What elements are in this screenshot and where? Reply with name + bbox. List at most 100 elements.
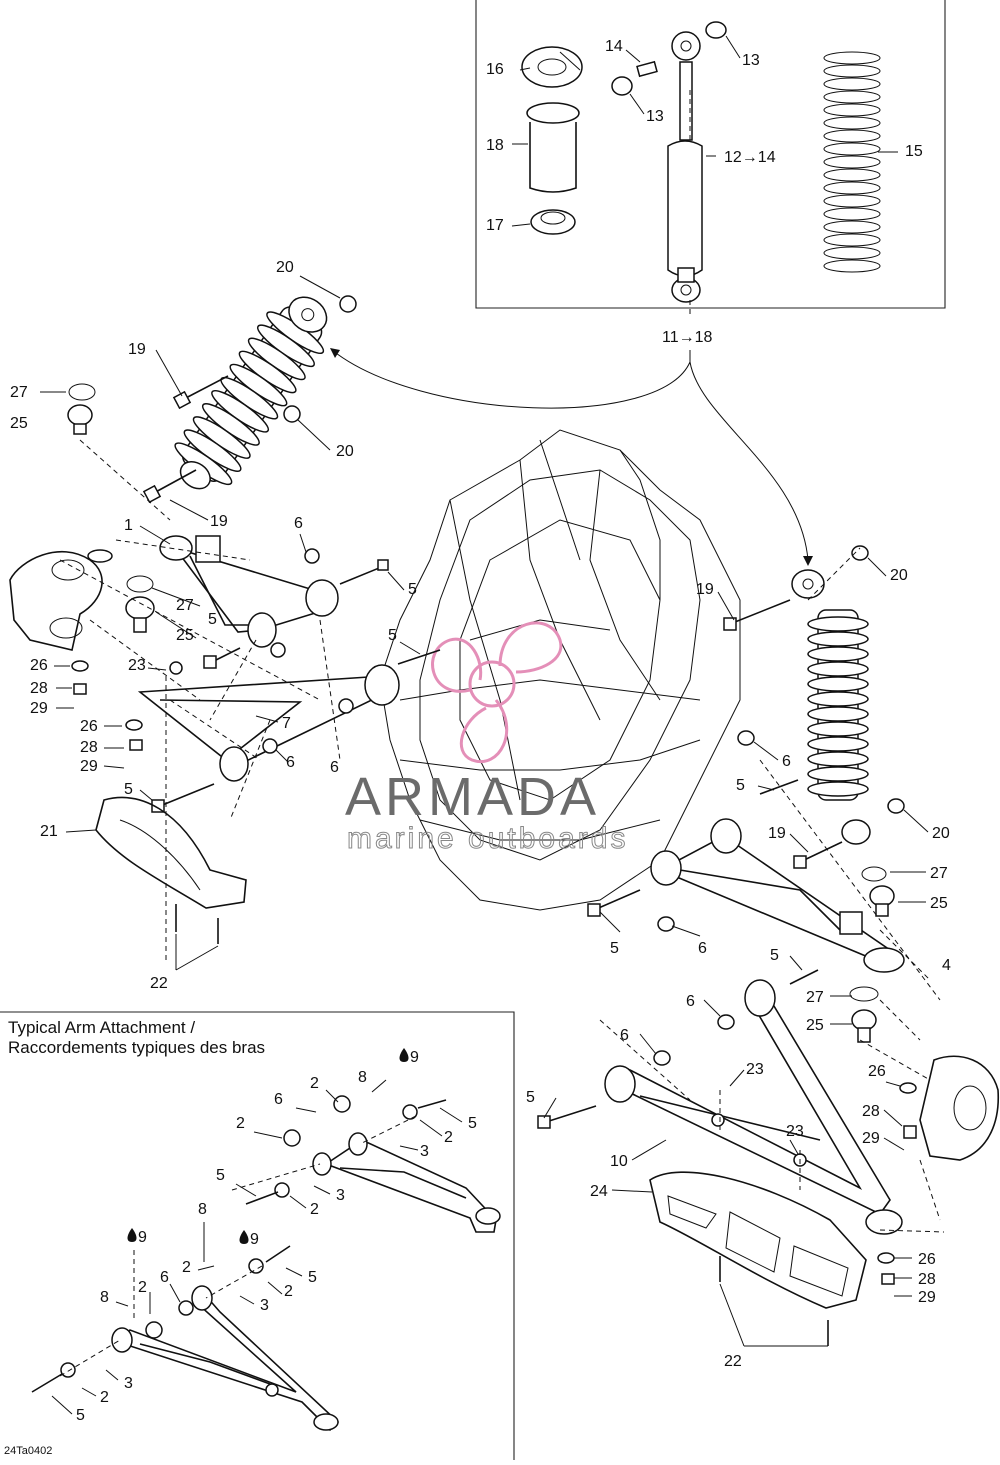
leader-line — [299, 533, 307, 553]
inset-frame — [0, 1011, 515, 1460]
leader-line — [599, 911, 621, 933]
shock-assembly-right — [723, 545, 905, 869]
inset-callout-6-b: 6 — [160, 1269, 169, 1286]
dashed-alignment-lines — [59, 90, 945, 1377]
callout-18: 18 — [486, 137, 504, 154]
shock-coil — [807, 766, 869, 782]
spring-coil — [823, 51, 881, 65]
callout-6-g: 6 — [620, 1027, 629, 1044]
callout-28-b: 28 — [80, 739, 98, 756]
shock-assembly-left — [142, 295, 357, 504]
callout-20-top: 20 — [276, 259, 294, 276]
leader-line — [105, 1369, 119, 1381]
callout-29-b: 29 — [80, 758, 98, 775]
inset-callout-5-b: 5 — [216, 1167, 225, 1184]
leader-line — [625, 49, 641, 63]
shock-coil — [807, 751, 869, 767]
diagram-code: 24Ta0402 — [4, 1445, 52, 1457]
leader-line — [725, 35, 741, 59]
alignment-line — [359, 1115, 417, 1145]
shock-coil — [807, 706, 869, 722]
callout-10: 10 — [610, 1153, 628, 1170]
leader-line — [789, 1139, 799, 1155]
leader-line — [299, 275, 341, 299]
leader-line — [439, 1107, 463, 1123]
callout-20-right-top: 20 — [890, 567, 908, 584]
alignment-line — [919, 1159, 941, 1221]
oil-drop-icon — [127, 1228, 137, 1242]
alignment-line — [169, 699, 261, 761]
inset-callout-9-a: 9 — [410, 1049, 419, 1066]
inset-callout-2-a: 2 — [310, 1075, 319, 1092]
leader-line — [543, 1097, 557, 1119]
inset-callout-2-c: 2 — [444, 1129, 453, 1146]
callout-5-h: 5 — [526, 1089, 535, 1106]
leader-line — [297, 419, 331, 451]
vehicle-frame — [379, 429, 741, 911]
alignment-line — [879, 1229, 945, 1233]
callout-27-left: 27 — [176, 597, 194, 614]
leader-line — [867, 557, 887, 577]
leader-line — [103, 765, 125, 769]
leader-line — [729, 1069, 745, 1087]
callout-5-g: 5 — [770, 947, 779, 964]
inset-callout-8-b: 8 — [198, 1201, 207, 1218]
leader-line — [903, 809, 929, 833]
skid-plate-21 — [95, 796, 247, 944]
callout-5-a: 5 — [408, 581, 417, 598]
inset-callout-3-a: 3 — [420, 1143, 429, 1160]
alignment-line — [807, 547, 861, 601]
inset-callout-5-d: 5 — [76, 1407, 85, 1424]
leader-line — [399, 1145, 419, 1151]
leader-line — [169, 499, 209, 521]
inset-callout-5-a: 5 — [468, 1115, 477, 1132]
callout-16: 16 — [486, 61, 504, 78]
inset-callout-3-d: 3 — [124, 1375, 133, 1392]
leader-line — [757, 785, 775, 791]
spring-coil — [823, 142, 881, 156]
callout-19-right: 19 — [768, 825, 786, 842]
callout-20-mid: 20 — [336, 443, 354, 460]
knuckle-left — [9, 549, 113, 651]
alignment-line — [319, 619, 341, 761]
oil-drop-icon — [399, 1048, 409, 1062]
alignment-line — [759, 759, 941, 1001]
callout-27-right-low: 27 — [806, 989, 824, 1006]
callout-7: 7 — [282, 715, 291, 732]
leader-line — [325, 1089, 339, 1103]
callout-25-right-low: 25 — [806, 1017, 824, 1034]
alignment-line — [599, 1019, 691, 1101]
leader-line — [155, 349, 183, 397]
inset-callout-3-b: 3 — [336, 1187, 345, 1204]
inset-title-line1: Typical Arm Attachment / — [8, 1018, 195, 1037]
callout-13-bottom: 13 — [646, 108, 664, 125]
callout-5-d: 5 — [124, 781, 133, 798]
callout-26-d: 26 — [918, 1251, 936, 1268]
skid-plate-24 — [649, 1171, 895, 1346]
callout-19-top: 19 — [128, 341, 146, 358]
leader-line — [169, 1283, 181, 1303]
spring-seat-16 — [521, 46, 583, 88]
inset-callout-2-b: 2 — [236, 1115, 245, 1132]
callout-6-d: 6 — [782, 753, 791, 770]
callout-11-18: 11→18 — [662, 329, 713, 346]
leader-line — [419, 1119, 443, 1137]
armada-watermark: ARMADA marine outboards — [345, 621, 626, 856]
callout-29-c: 29 — [862, 1130, 880, 1147]
watermark-brand: ARMADA — [345, 767, 600, 827]
spring-coil — [823, 116, 881, 130]
callout-6-a: 6 — [294, 515, 303, 532]
leader-line — [885, 1081, 901, 1087]
inset-callout-9-c: 9 — [250, 1231, 259, 1248]
leader-line — [717, 591, 735, 621]
leader-line — [151, 587, 201, 607]
spring-coil — [823, 194, 881, 208]
callout-14: 14 — [605, 38, 623, 55]
leader-line — [883, 1109, 903, 1127]
alignment-line — [59, 559, 321, 701]
callout-23-b: 23 — [746, 1061, 764, 1078]
leader-line — [371, 1079, 387, 1093]
callout-15: 15 — [905, 143, 923, 160]
callout-26-b: 26 — [80, 718, 98, 735]
